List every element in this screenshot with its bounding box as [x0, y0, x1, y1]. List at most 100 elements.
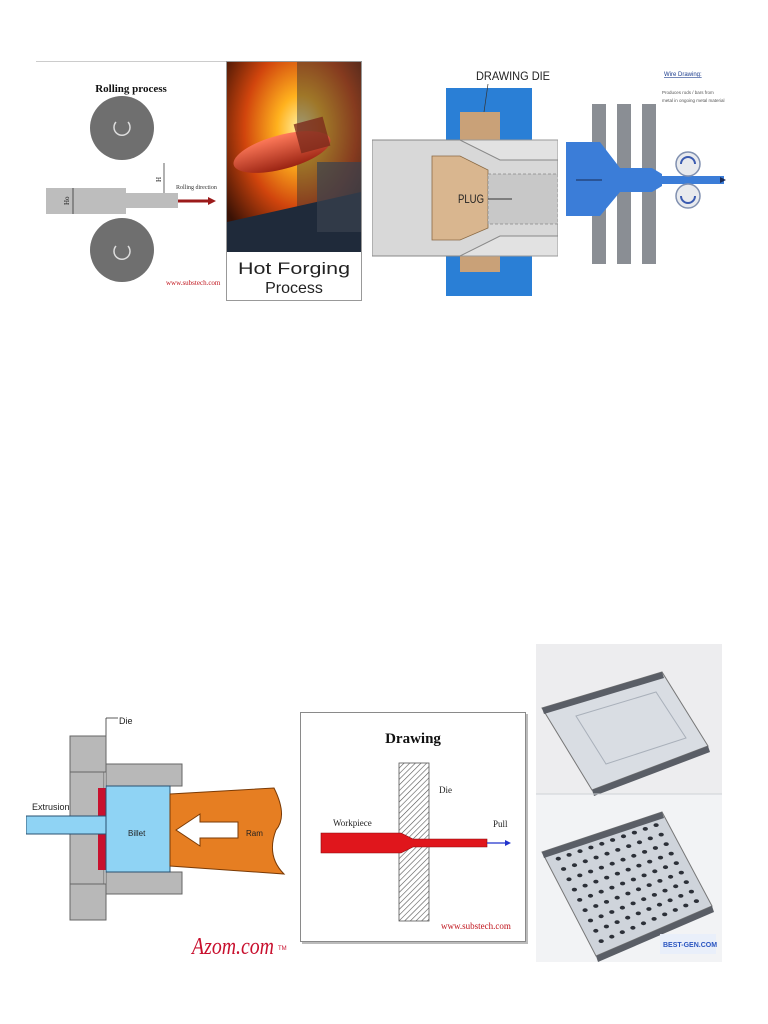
perforation-hole [625, 915, 631, 920]
perforation-hole [636, 840, 643, 845]
perforation-hole [653, 823, 659, 827]
perforation-hole [647, 859, 653, 864]
perforation-hole [641, 897, 647, 902]
perforation-hole [658, 832, 664, 837]
extrusion-diagram: Die Billet Extrusion Ram Azom.com TM [26, 716, 287, 960]
perforation-hole [609, 861, 615, 866]
plug-label: PLUG [458, 192, 484, 206]
drawing-diagram: Drawing Die Workpiece Pull www.substech.… [320, 731, 511, 931]
perforation-hole [635, 887, 642, 892]
drawing-credit: www.substech.com [441, 921, 511, 931]
perforation-hole [609, 910, 615, 914]
perforation-hole [646, 907, 652, 911]
rotation-arrow-icon [113, 245, 131, 261]
upper-plate-flange-top [542, 672, 664, 714]
rotation-arrow-icon [113, 121, 131, 137]
perforation-hole [647, 836, 653, 841]
extrusion-panel: Die Billet Extrusion Ram Azom.com TM [26, 706, 298, 968]
perforation-hole [672, 908, 678, 912]
perforation-hole [577, 898, 583, 902]
arrow-head-icon [720, 177, 726, 183]
perforation-hole [652, 869, 658, 874]
perforation-hole [588, 869, 594, 874]
perforation-hole [604, 851, 610, 856]
perforation-hole [614, 920, 620, 924]
rotation-arrow-icon [680, 195, 696, 204]
drawing-title: Drawing [385, 731, 441, 747]
perforation-hole [587, 918, 594, 923]
rolling-direction-label: Rolling direction [176, 185, 217, 191]
azom-logo: Azom.com [190, 934, 274, 960]
container-top [105, 763, 183, 787]
die-block-bottom [69, 883, 107, 921]
extrusion-die-label: Die [119, 716, 133, 726]
perforation-hole [582, 883, 588, 888]
perforation-hole [620, 857, 626, 862]
die-block-top [69, 735, 107, 773]
hot-forging-photo: Hot Forging Process [227, 62, 361, 300]
extrusion-label: Extrusion [32, 802, 70, 812]
perforation-hole [610, 838, 616, 842]
rolling-strip-entry [46, 188, 126, 214]
wire-title: Wire Drawing: [664, 72, 702, 78]
upper-roller [90, 96, 154, 160]
pull-label: Pull [493, 819, 508, 829]
perforation-hole [577, 873, 583, 878]
perforation-hole [683, 903, 689, 908]
wire-desc-line1: Produces rods / bars from [662, 90, 714, 95]
wire-workpiece [566, 142, 662, 216]
rolling-diagram: Rolling process Ho H Rolling direction w… [46, 83, 221, 287]
perforation-hole [571, 863, 578, 868]
rolling-process-panel: Rolling process Ho H Rolling direction w… [36, 61, 226, 300]
lower-wire-roller [675, 183, 701, 209]
perforation-hole [603, 924, 609, 929]
perforation-hole [667, 898, 673, 903]
perforation-hole [651, 893, 657, 897]
perforation-hole [593, 879, 599, 884]
perforation-hole [582, 859, 588, 864]
perforation-hole [598, 939, 604, 943]
perforation-hole [598, 889, 604, 894]
perforation-hole [642, 827, 648, 831]
perforation-hole [609, 934, 615, 939]
perforation-hole [630, 901, 636, 906]
drawing-die-label: Die [439, 785, 452, 795]
caption-area [227, 252, 361, 300]
perforation-hole [662, 912, 668, 917]
perforation-hole [651, 917, 657, 921]
arrow-head-icon [505, 840, 511, 846]
perforation-hole [604, 875, 610, 880]
perforation-hole [673, 884, 679, 889]
ho-label: Ho [63, 196, 71, 205]
perforation-hole [678, 894, 684, 898]
perforation-hole [599, 841, 605, 846]
sheet-metal-render: BEST-GEN.COM [536, 644, 722, 962]
h-label: H [155, 177, 163, 182]
perforation-hole [620, 881, 626, 886]
hot-forging-panel: Hot Forging Process [226, 61, 362, 301]
perforation-hole [625, 867, 631, 872]
perforation-hole [598, 914, 604, 919]
perforation-hole [598, 865, 604, 870]
perforation-hole [640, 921, 647, 926]
forging-tongs [293, 116, 331, 154]
perforation-hole [566, 853, 572, 857]
drawing-die-label: DRAWING DIE [476, 69, 550, 83]
perforation-hole [588, 845, 594, 850]
rotation-arrow-icon [680, 156, 696, 165]
perforation-hole [619, 930, 625, 935]
plug [431, 155, 489, 241]
workpiece [320, 832, 488, 854]
extruded-product [26, 815, 107, 835]
perforation-hole [582, 908, 588, 913]
perforation-hole [626, 844, 632, 848]
perforation-hole [620, 834, 627, 839]
workpiece-label: Workpiece [333, 818, 372, 828]
perforation-hole [577, 849, 583, 854]
forging-caption-line1: Hot Forging [238, 259, 350, 278]
perforation-hole [630, 877, 636, 882]
perforation-hole [673, 861, 679, 865]
perforation-hole [614, 871, 620, 876]
perforation-hole [652, 846, 658, 850]
perforation-hole [593, 928, 599, 933]
